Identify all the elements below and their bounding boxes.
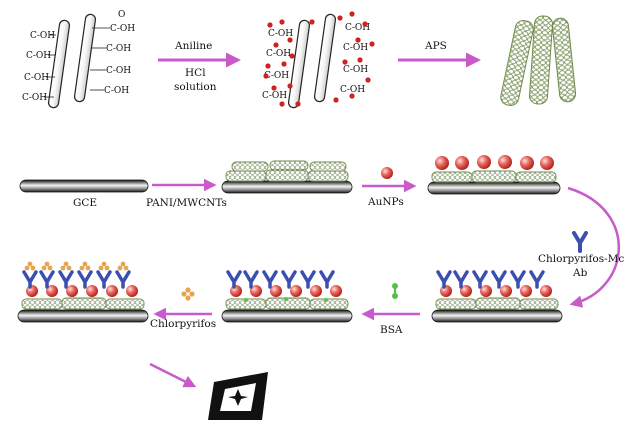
bsa-label: BSA — [380, 324, 403, 336]
aniline-arrow-group: Aniline HCl solution — [158, 40, 241, 93]
chlorpyrifos-bound-electrode — [17, 261, 149, 323]
aps-label: APS — [424, 40, 447, 52]
cooh-label: C-OH — [106, 44, 131, 54]
cooh-label: C-OH — [264, 71, 289, 81]
electrochemical-signal-icon — [208, 372, 268, 420]
aniline-monomer-dots — [263, 11, 375, 107]
aunp-electrode — [427, 155, 561, 195]
pani-mwcnts-label: PANI/MWCNTs — [146, 197, 227, 209]
cooh-label: C-OH — [262, 91, 287, 101]
pani-mwcnt-composite — [500, 15, 577, 106]
cooh-label: C-OH — [22, 93, 47, 103]
step-arrow-curved — [567, 186, 620, 308]
aniline-label: Aniline — [174, 40, 212, 52]
antibody-electrode — [431, 270, 563, 323]
bsa-blocked-electrode — [221, 270, 353, 323]
aps-arrow-group: APS — [398, 40, 481, 68]
cooh-label: C-OH — [24, 73, 49, 83]
cooh-label: C-OH — [345, 23, 370, 33]
cooh-label: C-OH — [266, 49, 291, 59]
bare-gce-electrode: GCE — [19, 179, 149, 209]
carbonyl-o-label: O — [118, 10, 125, 20]
mwcnt-cooh-group: C-OH C-OH C-OH C-OH C-OH C-OH C-OH C-OH … — [22, 10, 135, 109]
cooh-label: C-OH — [268, 29, 293, 39]
antibody-icon — [572, 231, 588, 253]
gold-nanoparticle-icon — [381, 167, 393, 179]
hcl-label: HCl — [185, 67, 206, 79]
chlorpyrifos-molecule-icon — [181, 287, 195, 301]
step-arrow — [149, 362, 197, 388]
mwcnt-aniline-group: C-OH C-OH C-OH C-OH C-OH C-OH C-OH C-OH — [262, 11, 375, 109]
cooh-label: C-OH — [110, 24, 135, 34]
cooh-label: C-OH — [106, 66, 131, 76]
aunps-label: AuNPs — [367, 196, 404, 208]
bsa-molecule-icon — [392, 283, 398, 299]
gce-label: GCE — [73, 197, 97, 209]
antibody-label-line2: Ab — [572, 267, 588, 279]
pani-mwcnt-electrode — [221, 160, 353, 194]
chlorpyrifos-label: Chlorpyrifos — [150, 318, 216, 330]
solution-label: solution — [174, 81, 217, 93]
cooh-label: C-OH — [343, 65, 368, 75]
cooh-label: C-OH — [343, 43, 368, 53]
cooh-label: C-OH — [104, 86, 129, 96]
cooh-label: C-OH — [26, 51, 51, 61]
cooh-label: C-OH — [340, 85, 365, 95]
antibody-label-line1: Chlorpyrifos-Mc — [538, 253, 624, 265]
cooh-label: C-OH — [30, 31, 55, 41]
